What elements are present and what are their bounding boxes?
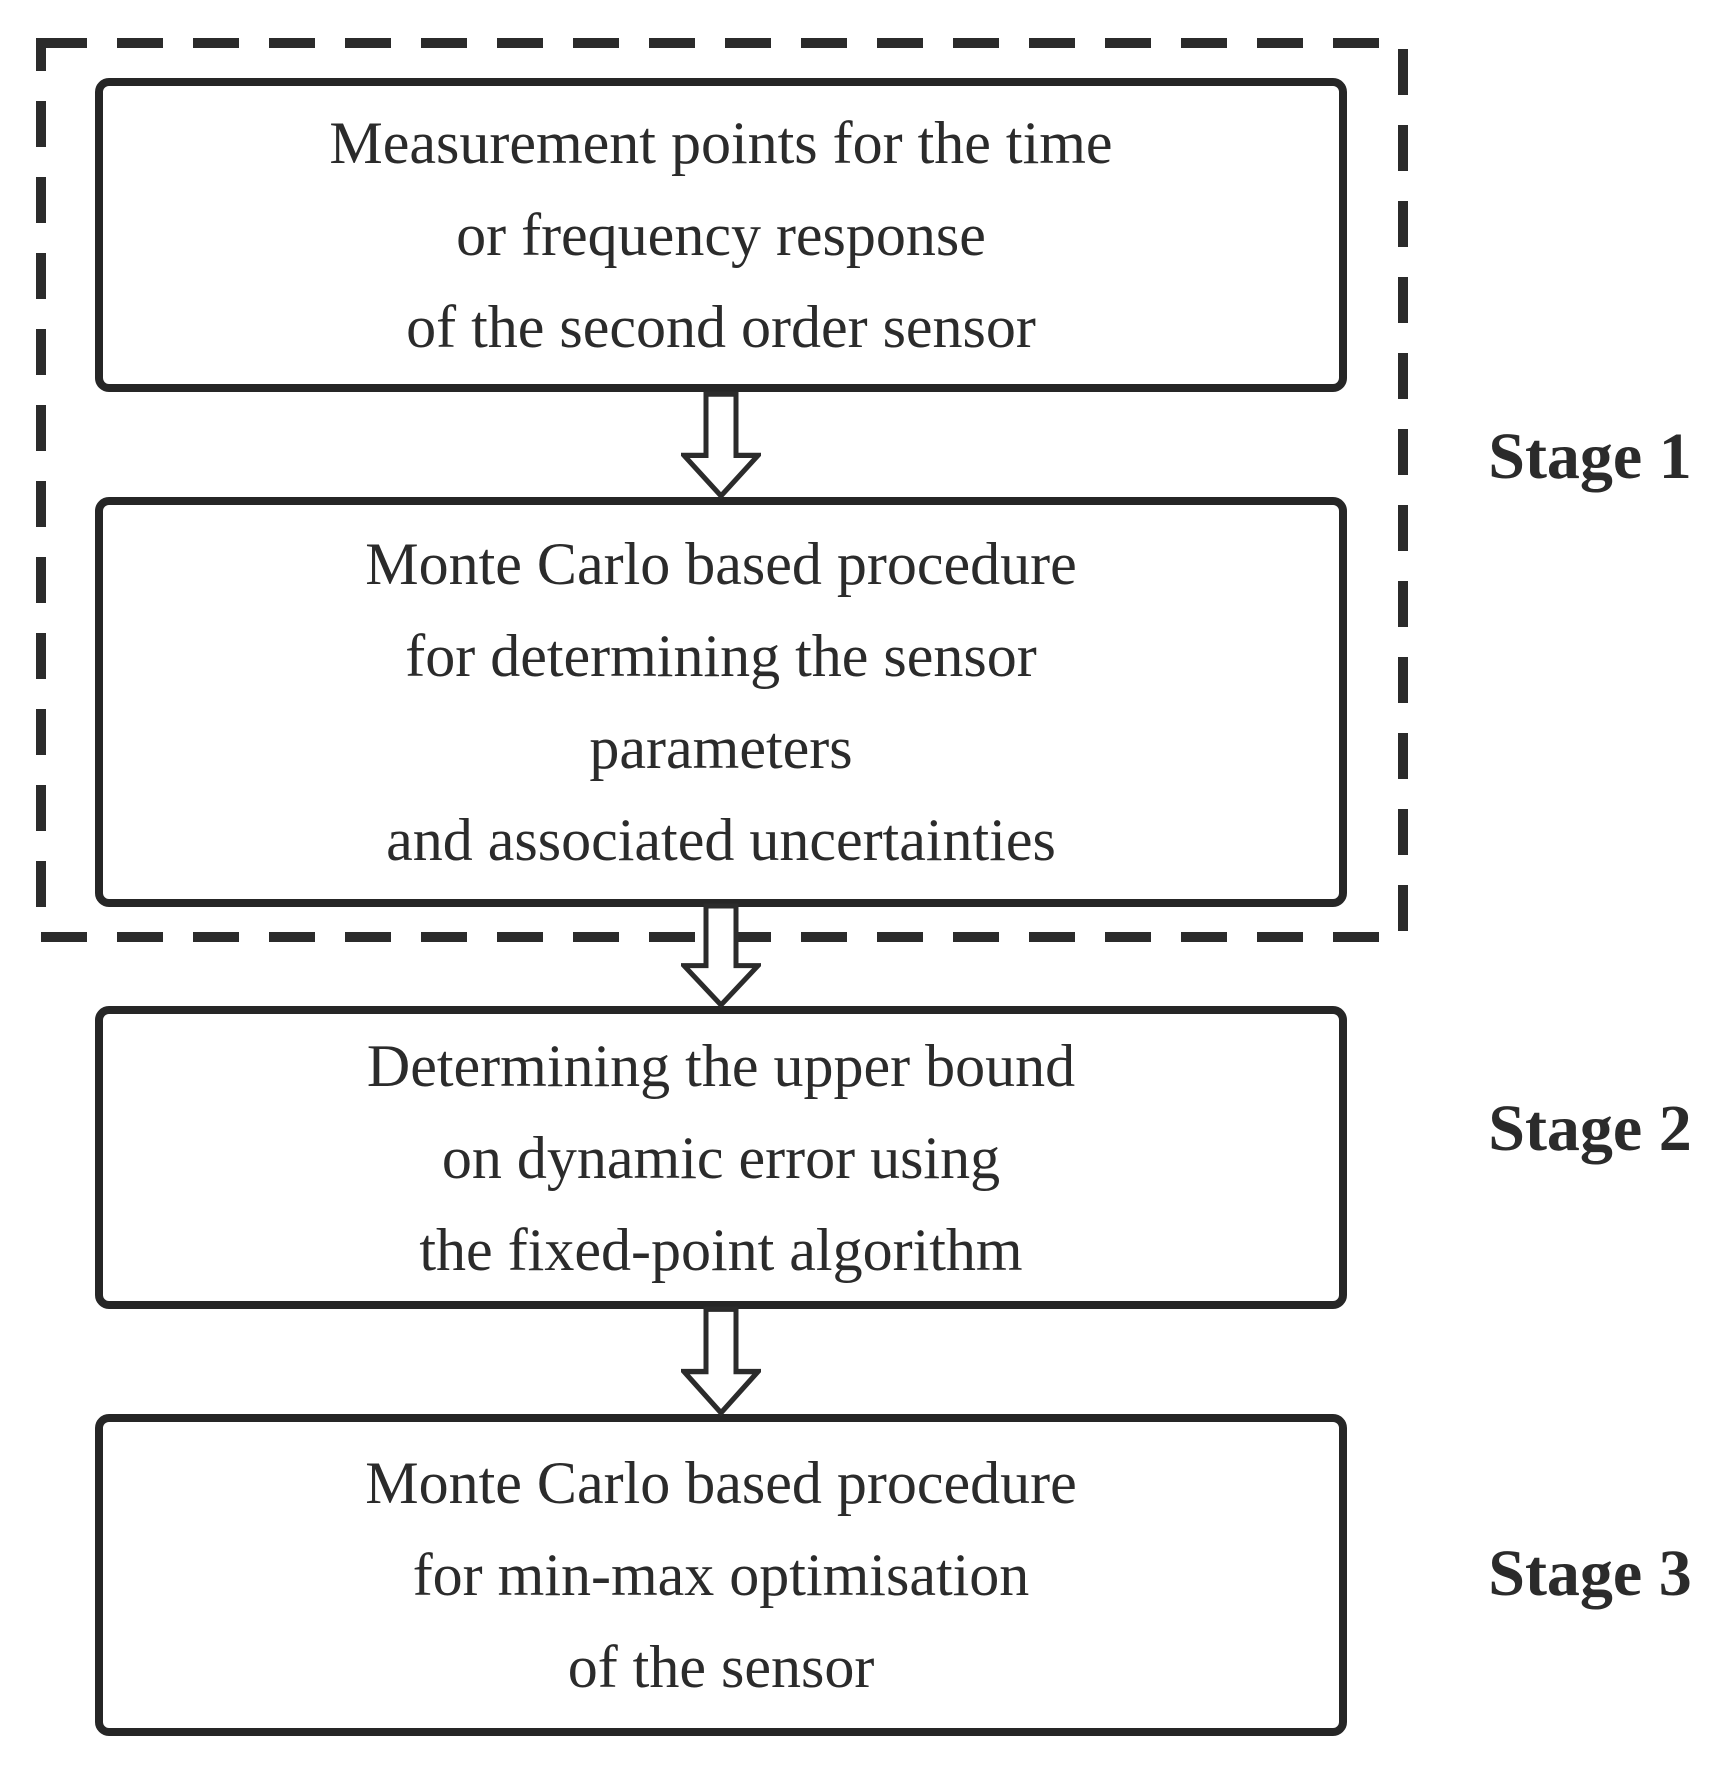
stage-1-label: Stage 1 — [1488, 420, 1692, 493]
box-text-line: Monte Carlo based procedure — [365, 1450, 1077, 1516]
down-arrow-icon — [681, 391, 761, 499]
box-text-line: or frequency response — [456, 202, 986, 268]
stage1-dashed-group-border — [36, 38, 1408, 942]
box-text-line: of the second order sensor — [406, 294, 1036, 360]
box-measurement-points: Measurement points for the time or frequ… — [95, 78, 1347, 392]
box-text-line: on dynamic error using — [441, 1124, 1001, 1191]
box-text-line: parameters — [589, 715, 853, 781]
down-arrow-icon — [681, 1306, 761, 1416]
stage-2-label: Stage 2 — [1488, 1092, 1692, 1165]
box-text-line: for min-max optimisation — [412, 1542, 1030, 1608]
box-text-line: Monte Carlo based procedure — [365, 531, 1077, 597]
box-text-line: Measurement points for the time — [329, 110, 1113, 176]
box-text-line: for determining the sensor — [405, 623, 1037, 689]
box-text-line: the fixed-point algorithm — [419, 1216, 1023, 1283]
down-arrow-icon — [681, 903, 761, 1008]
box-min-max-optimisation: Monte Carlo based procedure for min-max … — [95, 1414, 1347, 1736]
box-text-line: of the sensor — [567, 1634, 875, 1700]
box-upper-bound-dynamic-error: Determining the upper bound on dynamic e… — [95, 1006, 1347, 1309]
box-text-line: and associated uncertainties — [386, 807, 1056, 873]
box-text-line: Determining the upper bound — [366, 1032, 1076, 1099]
box-monte-carlo-sensor-parameters: Monte Carlo based procedure for determin… — [95, 497, 1347, 907]
stage-3-label: Stage 3 — [1488, 1537, 1692, 1610]
